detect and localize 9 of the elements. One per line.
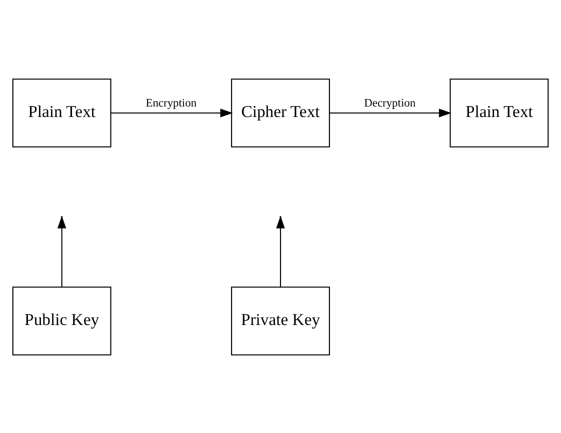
node-box: Plain Text	[450, 78, 549, 147]
node-box: Private Key	[231, 286, 330, 355]
node-box: Cipher Text	[231, 78, 330, 147]
edge-label: Decryption	[364, 97, 416, 110]
node-box: Public Key	[12, 286, 112, 355]
arrow	[330, 108, 452, 117]
node-box: Plain Text	[12, 78, 112, 147]
arrow	[110, 108, 233, 117]
edge-label: Encryption	[146, 97, 197, 110]
